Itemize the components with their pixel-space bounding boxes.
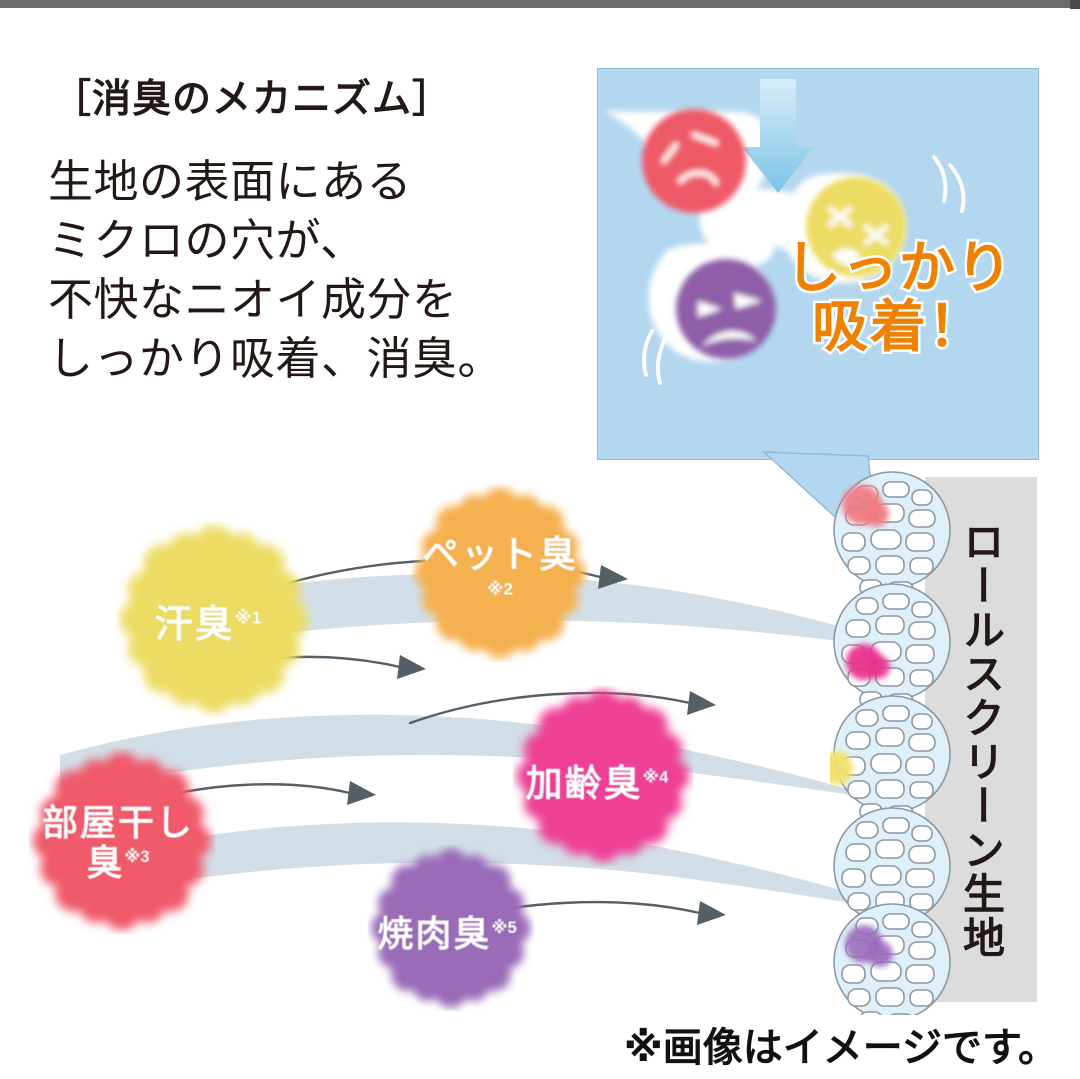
scallop-shape [516,689,690,863]
yellow-odor-blob [806,177,906,277]
odor-label-aging: 加齢臭※4 [525,763,669,805]
top-bar-end-cap [1070,0,1080,9]
image-disclaimer: ※画像はイメージです。 [623,1026,1058,1070]
fabric-cells-group [830,471,951,1015]
fabric-cell-1 [833,471,951,598]
absorption-illustration-panel: しっかり 吸着！ [597,68,1039,460]
top-gray-bar [0,0,1080,8]
odor-blob-laundry: 部屋干し 臭※3 [29,748,215,934]
flow-arrow-heads [347,565,726,925]
fabric-cell-2 [833,583,951,710]
down-arrow-icon [742,79,814,193]
odor-label-laundry: 部屋干し 臭※3 [41,801,194,883]
page-title: ［消臭のメカニズム］ [52,78,453,121]
pore-illustration [606,79,966,385]
fabric-cell-5 [833,903,951,1015]
odor-blob-pet: ペット臭※2 [411,484,589,662]
odor-blob-sweat: 汗臭※1 [116,521,312,717]
purple-odor-blob [676,259,776,359]
odor-blob-meat: 焼肉臭※5 [368,845,534,1011]
lead-paragraph: 生地の表面にある ミクロの穴が、 不快なニオイ成分を しっかり吸着、消臭。 [48,156,504,384]
scallop-shape [414,487,586,659]
panel-caption: しっかり 吸着！ [774,236,1024,359]
odor-label-meat: 焼肉臭※5 [377,912,517,954]
fabric-label: ロールスクリーン生地 [957,519,1005,960]
panel-caption-line1: しっかり [783,236,1015,300]
odor-blob-aging: 加齢臭※4 [513,686,693,866]
panel-caption-line2: 吸着！ [810,294,987,359]
odor-label-sweat: 汗臭※1 [154,603,262,646]
scallop-shape [371,848,531,1008]
scallop-shape [119,524,309,714]
scallop-shape [32,751,212,931]
red-odor-blob [642,109,746,213]
odor-label-pet: ペット臭※2 [422,533,578,599]
fabric-cell-3 [830,695,951,822]
